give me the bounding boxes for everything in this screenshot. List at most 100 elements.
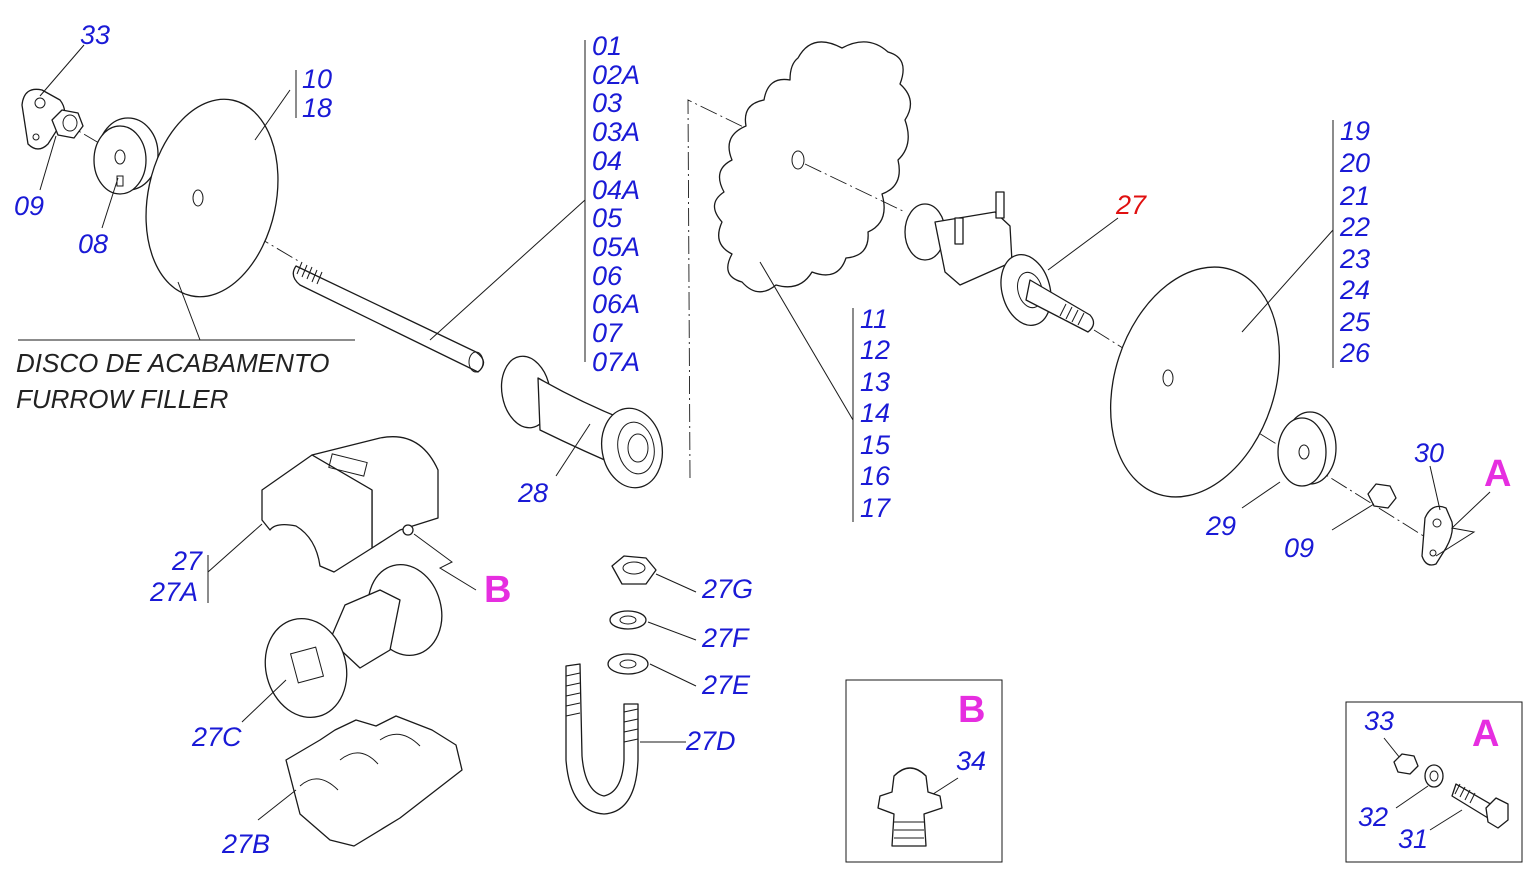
part-08-bore bbox=[114, 149, 126, 165]
part-27D-thread-right bbox=[623, 708, 639, 743]
detail-a-washer-inner bbox=[1429, 770, 1439, 782]
detail-box-a: A 33 32 31 bbox=[1345, 701, 1523, 863]
ubolt-kit bbox=[565, 555, 657, 815]
disc-group-22: 22 bbox=[1339, 212, 1370, 242]
axle-group-06A: 06A bbox=[592, 289, 640, 319]
housing-slot bbox=[328, 453, 368, 477]
detail-A-reference: A bbox=[1484, 453, 1511, 495]
axle-group-05: 05 bbox=[592, 203, 623, 233]
star-wheel bbox=[713, 41, 912, 293]
cage-27B-arc3 bbox=[379, 733, 421, 747]
detail-box-b: B 34 bbox=[845, 679, 1003, 863]
detail-a-bolt-thread bbox=[1454, 783, 1476, 804]
callout-29: 29 bbox=[1205, 511, 1236, 541]
disc-group-19: 19 bbox=[1340, 116, 1370, 146]
callout-09-left: 09 bbox=[14, 191, 44, 221]
axle-group-07A: 07A bbox=[592, 347, 640, 377]
star-group-16: 16 bbox=[860, 461, 891, 491]
callout-27E: 27E bbox=[701, 670, 751, 700]
part-33-hole-small bbox=[32, 133, 40, 141]
grease-fitting-34 bbox=[877, 767, 943, 847]
spool-27C-front-flange bbox=[264, 617, 348, 719]
axle-group-06: 06 bbox=[592, 261, 623, 291]
bearing-shaft bbox=[1025, 279, 1095, 333]
star-wheel-outline bbox=[713, 41, 912, 293]
left-disc-assembly bbox=[21, 88, 485, 373]
axle-thread bbox=[296, 261, 323, 285]
axis-bracket bbox=[687, 99, 761, 479]
part-09b-nut bbox=[1367, 483, 1397, 509]
detail-a-washer-32 bbox=[1424, 764, 1444, 788]
part-30-bracket bbox=[1421, 505, 1454, 566]
cage-27B-arc2 bbox=[339, 752, 379, 765]
title-line-1: DISCO DE ACABAMENTO bbox=[16, 348, 330, 378]
part-19-disc-hole bbox=[1162, 369, 1174, 387]
callout-30: 30 bbox=[1414, 438, 1444, 468]
disc-group-26: 26 bbox=[1339, 338, 1371, 368]
part-30-hole bbox=[1432, 518, 1442, 528]
star-group-12: 12 bbox=[860, 335, 890, 365]
bearing-right-flange bbox=[1000, 254, 1052, 326]
callout-10: 10 bbox=[302, 64, 332, 94]
disc-group-23: 23 bbox=[1339, 244, 1370, 274]
spool-bore bbox=[627, 433, 649, 463]
bearing-spool-27C bbox=[264, 563, 443, 719]
axle-group-04: 04 bbox=[592, 146, 622, 176]
callout-27A: 27A bbox=[149, 577, 198, 607]
part-29-bore bbox=[1298, 444, 1310, 460]
bearing-housing bbox=[934, 211, 1013, 286]
axle-group-01: 01 bbox=[592, 31, 622, 61]
callout-27: 27 bbox=[171, 546, 203, 576]
axle-group-03: 03 bbox=[592, 88, 622, 118]
housing-front bbox=[261, 454, 373, 573]
star-group-11: 11 bbox=[860, 304, 888, 334]
bearing-housing-27 bbox=[261, 436, 439, 573]
part-08-hub-front bbox=[93, 125, 147, 195]
spool-right-rim bbox=[617, 421, 655, 475]
callout-27D: 27D bbox=[685, 726, 736, 756]
spool-27C-body bbox=[329, 589, 401, 669]
right-disc-assembly bbox=[1109, 266, 1454, 566]
star-group-15: 15 bbox=[860, 430, 891, 460]
part-27G-nut-face bbox=[622, 561, 646, 575]
housing-grease-port bbox=[402, 524, 414, 536]
spool-right-flange bbox=[601, 407, 663, 489]
axis-star bbox=[804, 163, 906, 213]
star-wheel-hole bbox=[791, 150, 805, 170]
cage-27B-body bbox=[285, 715, 463, 847]
spool-28 bbox=[500, 355, 663, 489]
part-27E-inner bbox=[619, 659, 637, 669]
part-10-disc bbox=[145, 98, 279, 298]
callout-27-red: 27 bbox=[1115, 190, 1147, 220]
star-group-17: 17 bbox=[860, 493, 891, 523]
callout-28: 28 bbox=[517, 478, 548, 508]
star-group-14: 14 bbox=[860, 398, 890, 428]
callout-27F: 27F bbox=[701, 623, 750, 653]
detail-a-nut-33 bbox=[1393, 753, 1419, 775]
axle-group-03A: 03A bbox=[592, 117, 640, 147]
part-29-hub-front bbox=[1277, 417, 1327, 487]
bearing-cage-27B bbox=[285, 715, 463, 847]
bearing-shaft-thread bbox=[1059, 303, 1085, 326]
bearing-assembly bbox=[904, 191, 1431, 541]
axle-shaft-end bbox=[468, 351, 484, 373]
part-27D-thread-left bbox=[565, 672, 581, 717]
spool-27C-square-bore bbox=[289, 646, 325, 684]
part-09-nut-face bbox=[62, 114, 78, 132]
axle-group-04A: 04A bbox=[592, 175, 640, 205]
detail-b-frame bbox=[845, 679, 1003, 863]
grease-fitting-threads bbox=[894, 821, 924, 839]
cage-27B-arc1 bbox=[299, 778, 339, 791]
detail-a-part-31: 31 bbox=[1398, 824, 1428, 854]
axle-group-07: 07 bbox=[592, 318, 623, 348]
detail-b-title: B bbox=[958, 689, 985, 731]
title-line-2: FURROW FILLER bbox=[16, 384, 228, 414]
disc-group-24: 24 bbox=[1339, 275, 1370, 305]
axle-group-02A: 02A bbox=[592, 60, 640, 90]
part-27D-ubolt bbox=[565, 663, 639, 815]
part-33-hole bbox=[34, 97, 46, 109]
disc-group-21: 21 bbox=[1339, 181, 1370, 211]
leader-lines bbox=[18, 40, 1491, 821]
disc-group-20: 20 bbox=[1339, 148, 1370, 178]
